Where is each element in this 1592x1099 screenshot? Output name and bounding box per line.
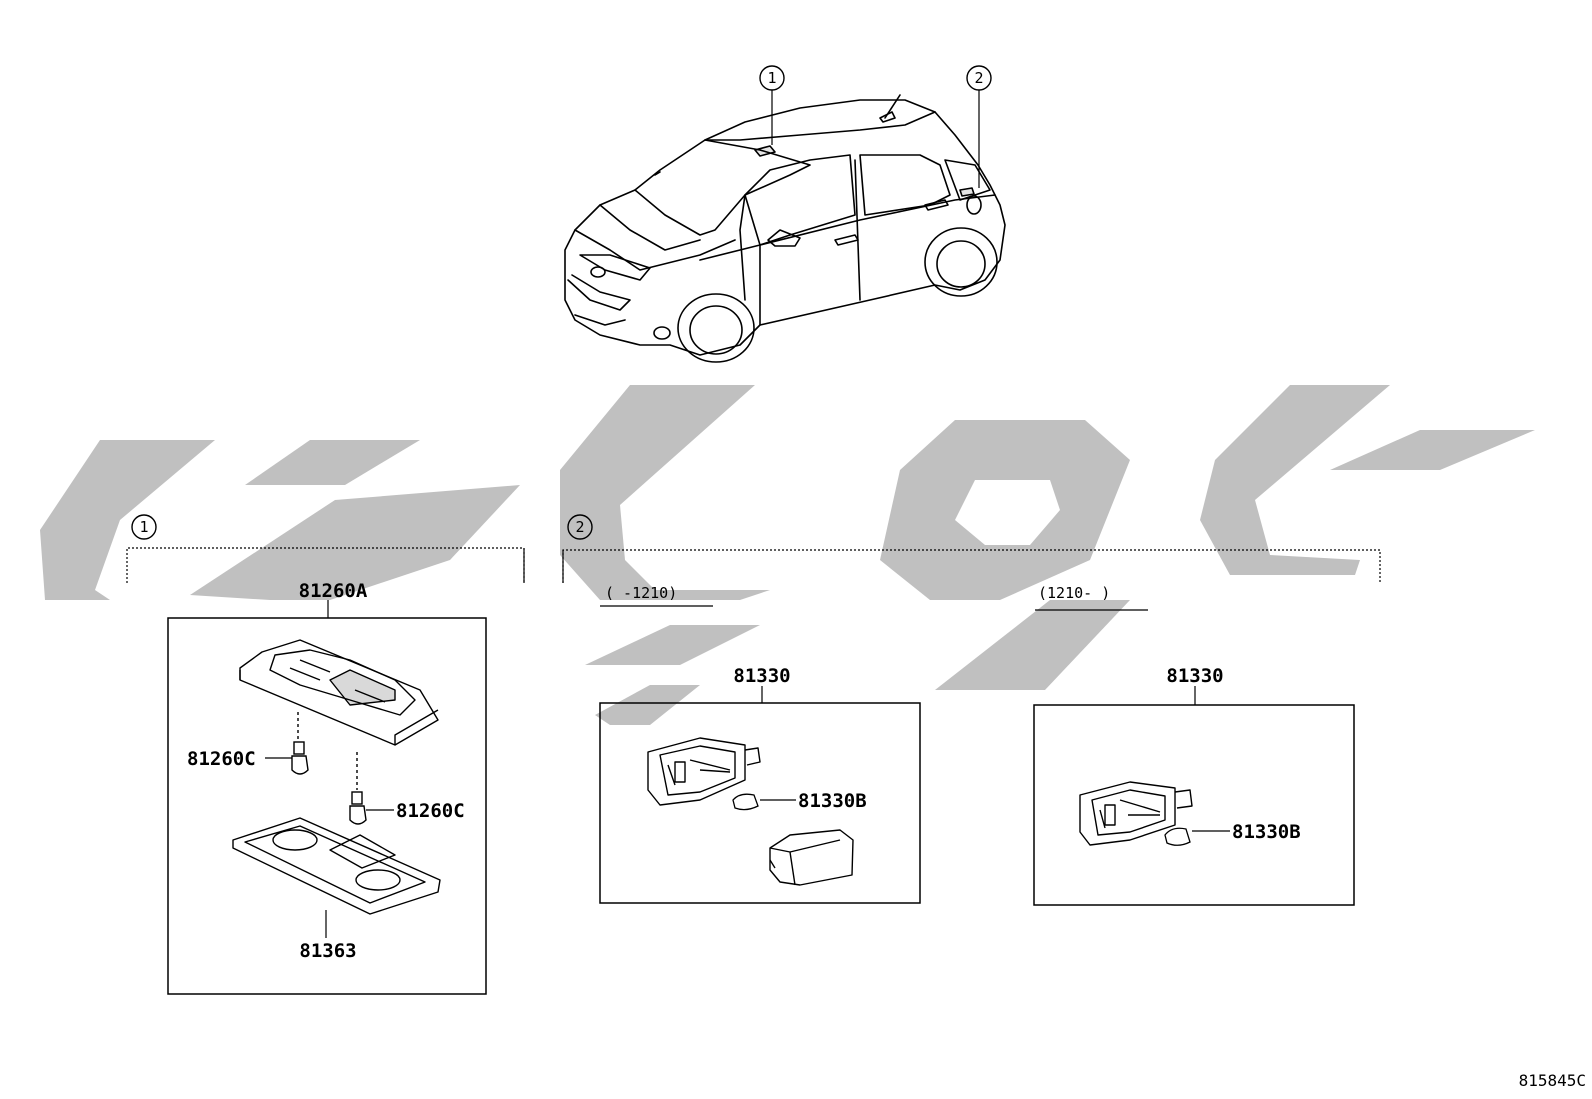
lens-label: 81363 <box>299 940 356 962</box>
range-right-label: (1210- ) <box>1038 584 1110 602</box>
section-1: 1 81260A 81260C 812 <box>126 514 525 995</box>
bulb-right-label: 81260C <box>396 800 465 822</box>
bulb-81330b-left-icon <box>732 793 759 811</box>
lamp-cover-icon <box>769 829 854 886</box>
bulb-81330b-left-label: 81330B <box>798 790 867 812</box>
vehicle-callout-1: 1 <box>759 65 785 145</box>
room-lamp-housing <box>239 639 439 746</box>
bulb-81330b-right-icon <box>1164 827 1191 846</box>
vehicle-callout-2: 2 <box>966 65 992 188</box>
bulb-left-label: 81260C <box>187 748 256 770</box>
range-left-label: ( -1210) <box>605 584 677 602</box>
watermark-logo <box>40 385 1535 725</box>
section-2-callout: 2 <box>575 518 584 536</box>
bulb-left-icon <box>291 741 309 775</box>
figure-id: 815845C <box>1519 1071 1586 1090</box>
section-2: 2 ( -1210) 81330 81330B (1210- ) <box>562 514 1381 906</box>
vehicle-callout-2-label: 2 <box>974 69 983 87</box>
vehicle-illustration <box>564 94 1006 363</box>
assembly-81260a-label: 81260A <box>299 580 368 602</box>
lens-icon <box>232 817 441 915</box>
bulb-81330b-right-label: 81330B <box>1232 821 1301 843</box>
luggage-lamp-housing-right <box>1079 781 1193 846</box>
assembly-81330-left-label: 81330 <box>733 665 790 687</box>
luggage-lamp-housing-left <box>647 737 761 806</box>
vehicle-callout-1-label: 1 <box>767 69 776 87</box>
section-1-callout: 1 <box>139 518 148 536</box>
assembly-81330-right-label: 81330 <box>1166 665 1223 687</box>
bulb-right-icon <box>349 791 367 825</box>
